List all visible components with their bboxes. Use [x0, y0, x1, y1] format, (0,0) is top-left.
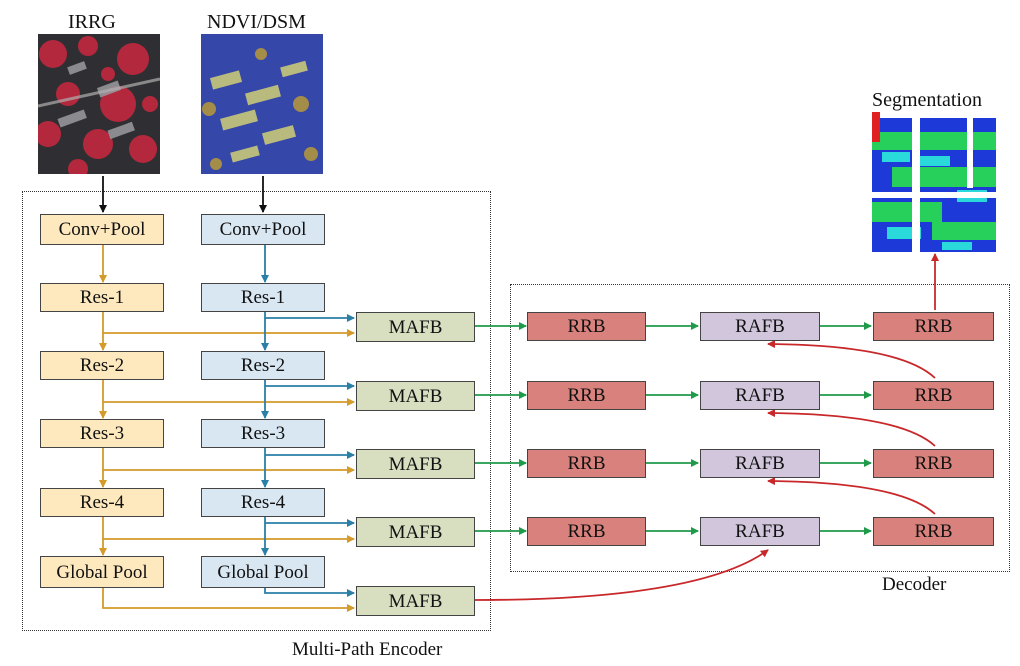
decoder-rafb-4: RAFB: [700, 517, 820, 546]
ndvi-res4-block: Res-4: [201, 488, 325, 517]
decoder-rrb-left-3: RRB: [527, 449, 646, 478]
irrg-res2-block: Res-2: [40, 351, 164, 380]
fusion-arrows: [475, 322, 872, 535]
decoder-outline: [510, 284, 1010, 572]
irrg-title: IRRG: [68, 11, 116, 33]
decoder-rrb-right-1: RRB: [873, 312, 994, 341]
decoder-rafb-2: RAFB: [700, 381, 820, 410]
ndvi-res3-block: Res-3: [201, 419, 325, 448]
irrg-conv-pool-block: Conv+Pool: [40, 214, 164, 245]
mafb-block-2: MAFB: [356, 381, 475, 411]
irrg-res4-block: Res-4: [40, 488, 164, 517]
segmentation-title: Segmentation: [872, 89, 982, 111]
irrg-chain-arrows: [99, 244, 355, 612]
upsample-arrows: [474, 253, 939, 601]
decoder-rrb-right-4: RRB: [873, 517, 994, 546]
segmentation-output-image: [872, 112, 996, 252]
mafb-block-5: MAFB: [356, 586, 475, 616]
ndvi-global-pool-block: Global Pool: [201, 556, 325, 588]
mafb-block-4: MAFB: [356, 517, 475, 547]
multi-path-encoder-outline: [22, 191, 491, 631]
decoder-rafb-3: RAFB: [700, 449, 820, 478]
ndvi-res1-block: Res-1: [201, 283, 325, 312]
ndvi-dsm-input-image: [201, 34, 323, 174]
decoder-rrb-left-1: RRB: [527, 312, 646, 341]
decoder-rrb-left-2: RRB: [527, 381, 646, 410]
decoder-rafb-1: RAFB: [700, 312, 820, 341]
irrg-input-image: [38, 34, 160, 174]
ndvi-chain-arrows: [261, 245, 355, 597]
irrg-res1-block: Res-1: [40, 283, 164, 312]
ndvi-dsm-title: NDVI/DSM: [207, 11, 306, 33]
multi-path-encoder-label: Multi-Path Encoder: [292, 639, 443, 660]
mafb-block-1: MAFB: [356, 312, 475, 342]
ndvi-conv-pool-block: Conv+Pool: [201, 214, 325, 245]
mafb-block-3: MAFB: [356, 449, 475, 479]
input-arrows: [99, 176, 267, 213]
decoder-rrb-left-4: RRB: [527, 517, 646, 546]
decoder-rrb-right-3: RRB: [873, 449, 994, 478]
irrg-global-pool-block: Global Pool: [40, 556, 164, 588]
decoder-label: Decoder: [882, 574, 947, 595]
irrg-res3-block: Res-3: [40, 419, 164, 448]
ndvi-res2-block: Res-2: [201, 351, 325, 380]
decoder-rrb-right-2: RRB: [873, 381, 994, 410]
